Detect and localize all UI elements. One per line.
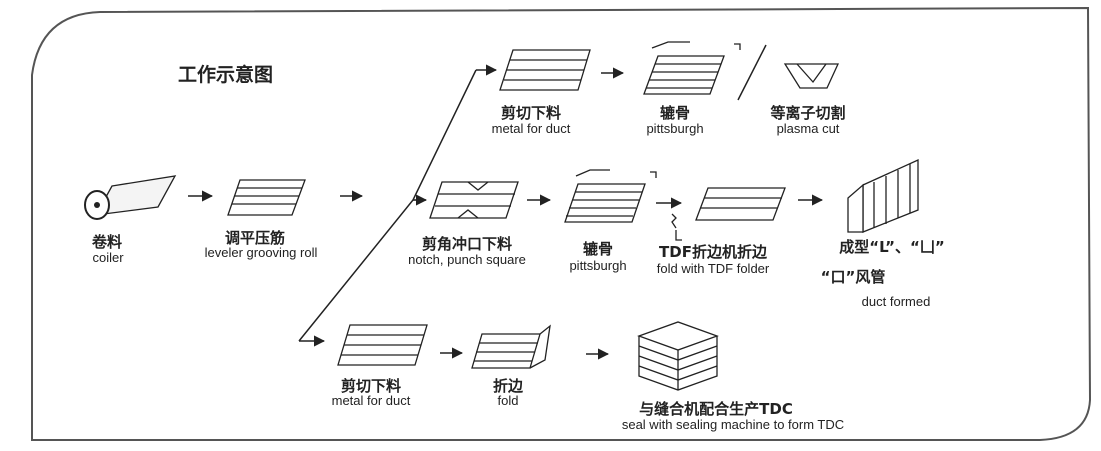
divider-slash [737,44,767,101]
bottom-sheet-icon [337,324,428,366]
formed-label-zh-2: “口”风管 [820,268,886,286]
leveler-label-en: leveler grooving roll [204,245,318,260]
notch-label-en: notch, punch square [408,252,526,267]
flow-arrows [188,64,824,360]
plasma-cut-icon [783,63,840,89]
fold-label-en: fold [497,393,519,408]
top-pittsburgh-icon [643,41,741,95]
bottom-cut-label-zh: 剪切下料 [340,377,402,395]
top-cut-label-en: metal for duct [491,121,571,136]
bottom-cut-label-en: metal for duct [331,393,411,408]
diagram-title: 工作示意图 [178,64,274,86]
notch-label-zh: 剪角冲口下料 [421,235,513,253]
mid-pittsburgh-label-en: pittsburgh [569,258,627,273]
tdc-label-zh: 与缝合机配合生产TDC [639,400,793,418]
frame-border [31,6,1092,441]
plasma-label-zh: 等离子切割 [770,104,846,122]
fold-label-zh: 折边 [492,377,524,395]
top-cut-label-zh: 剪切下料 [500,104,562,122]
tdf-fold-icon [671,187,786,241]
tdf-label-en: fold with TDF folder [656,261,770,276]
coiler-label-en: coiler [92,250,124,265]
leveler-label-zh: 调平压筋 [224,229,286,247]
formed-duct-icon [847,158,919,233]
fold-sheet-icon [471,324,551,369]
mid-pittsburgh-label-zh: 辘骨 [582,240,614,258]
leveler-sheet-icon [227,179,306,216]
mid-pittsburgh-icon [564,169,657,223]
plasma-label-en: plasma cut [776,121,840,136]
formed-label-en: duct formed [861,294,931,309]
top-sheet-icon [499,49,591,91]
coiler-label-zh: 卷料 [91,233,123,251]
tdc-label-en: seal with sealing machine to form TDC [621,417,845,432]
tdc-box-icon [637,321,719,391]
top-pittsburgh-label-en: pittsburgh [646,121,704,136]
coiler-icon [84,175,177,220]
top-pittsburgh-label-zh: 辘骨 [659,104,691,122]
notch-sheet-icon [429,181,519,219]
tdf-label-zh: TDF折边机折边 [659,243,767,261]
formed-label-zh-1: 成型“L”、“凵” [839,238,945,256]
